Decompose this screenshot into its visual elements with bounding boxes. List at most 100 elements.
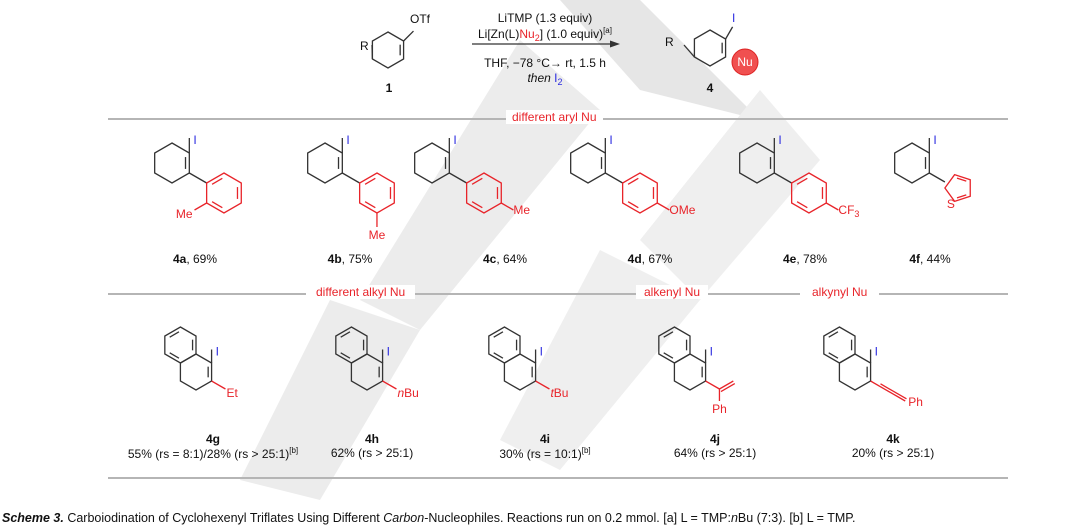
bond [773, 172, 792, 184]
compound-label-4a: 4a, 69% [172, 252, 218, 266]
iodo-label: I [875, 345, 878, 359]
section-alkynyl: alkynyl Nu [800, 285, 880, 299]
bond [448, 172, 467, 184]
bond [725, 26, 734, 40]
substituent-nbu: nBu [397, 386, 418, 400]
divider [108, 477, 1008, 479]
bond [471, 177, 483, 185]
cyclohexene-ring [570, 142, 606, 184]
section-aryl: different aryl Nu [506, 110, 603, 124]
cyclohexene-ring [739, 142, 775, 184]
sulfur-label: S [947, 197, 955, 211]
cyclohexene-ring [673, 353, 707, 391]
bond [493, 352, 504, 359]
bond [211, 201, 223, 209]
bond [341, 172, 360, 184]
bond [880, 383, 907, 400]
section-alkenyl: alkenyl Nu [636, 285, 709, 299]
benzene-ring [488, 326, 521, 364]
compound-label-4e: 4e, 78% [782, 252, 828, 266]
bond [194, 202, 207, 211]
iodo-label: I [216, 345, 219, 359]
benzene-ring [621, 172, 658, 214]
compound-label-4d: 4d, 67% [627, 252, 673, 266]
product-label: 4 [707, 81, 714, 95]
benzene-ring [205, 172, 242, 214]
bond [825, 202, 839, 211]
product-nu: Nu [737, 55, 752, 69]
nu-circle [731, 48, 759, 76]
benzene-ring [164, 326, 197, 364]
thiophene-ring [944, 173, 971, 203]
reaction-scheme: R OTf 1 LiTMP (1.3 equiv) Li[Zn(L)Nu2] (… [360, 11, 759, 95]
conditions: THF, −78 °C→ rt, 1.5 h [484, 56, 606, 70]
bond [627, 177, 639, 185]
cyclohexene-ring [414, 142, 450, 184]
bond [796, 201, 808, 209]
bond [956, 194, 967, 199]
bond [364, 201, 376, 209]
substituent-me: Me [513, 203, 530, 217]
cyclohexene-ring [307, 142, 343, 184]
reactant-label: 1 [386, 81, 393, 95]
bond [928, 172, 946, 183]
reagent-litmp: LiTMP (1.3 equiv) [498, 11, 592, 25]
cyclohexene-ring [894, 142, 930, 184]
substituent-ome: OMe [669, 203, 695, 217]
bond [705, 380, 720, 390]
bond [471, 201, 483, 209]
iodo-label: I [193, 133, 196, 147]
then-iodine: then I2 [527, 71, 562, 87]
cyclohexene-ring [179, 353, 213, 391]
phenyl-label: Ph [712, 402, 727, 416]
bond [493, 331, 504, 338]
substituent-et: Et [226, 386, 238, 400]
substituent-me: Me [369, 228, 386, 242]
bond [828, 331, 839, 338]
bond [340, 331, 351, 338]
iodo-label: I [387, 345, 390, 359]
bond [535, 380, 550, 390]
iodo-label: I [609, 133, 612, 147]
scheme-caption: Scheme 3. Carboiodination of Cyclohexeny… [2, 511, 856, 525]
substituent-tbu: tBu [550, 386, 568, 400]
cyclohexene-ring [154, 142, 190, 184]
bond [627, 201, 639, 209]
bond [663, 331, 674, 338]
reactant-r: R [360, 39, 369, 53]
product-iodine: I [732, 11, 735, 25]
benzene-ring [358, 172, 395, 214]
bond [169, 352, 180, 359]
iodo-label: I [778, 133, 781, 147]
benzene-ring [465, 172, 502, 214]
iodo-label: I [710, 345, 713, 359]
bond [604, 172, 623, 184]
iodo-label: I [346, 133, 349, 147]
bond [169, 331, 180, 338]
bond [382, 380, 397, 390]
substituent-cf: CF3 [838, 203, 859, 219]
divider [108, 293, 1008, 295]
bond [403, 30, 414, 42]
bond [663, 352, 674, 359]
section-alkyl: different alkyl Nu [306, 285, 416, 299]
cyclohexene-ring [838, 353, 872, 391]
bond [340, 352, 351, 359]
phenyl-label: Ph [908, 395, 923, 409]
iodo-label: I [453, 133, 456, 147]
benzene-ring [823, 326, 856, 364]
bond [211, 177, 223, 185]
benzene-ring [790, 172, 827, 214]
bond [719, 380, 734, 390]
bond [870, 380, 906, 402]
bond [796, 177, 808, 185]
benzene-ring [335, 326, 368, 364]
arrow-head [610, 40, 620, 48]
bond [720, 383, 736, 393]
